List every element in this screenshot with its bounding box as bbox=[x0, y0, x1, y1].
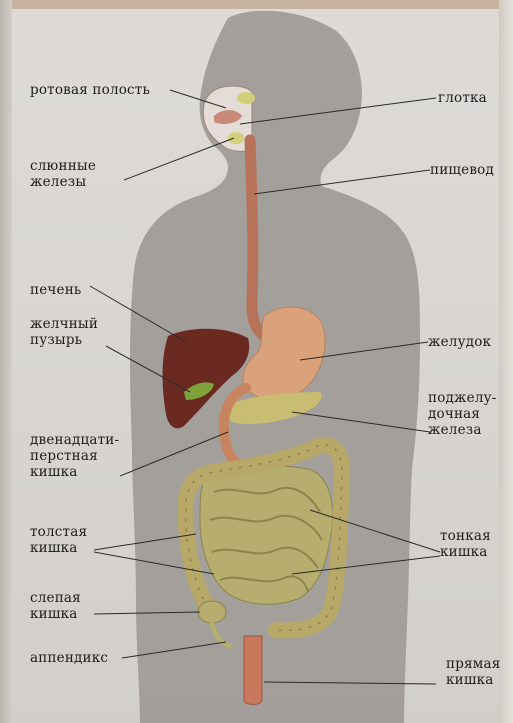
label-oral-cavity: ротовая полость bbox=[30, 82, 150, 98]
label-cecum: слепая кишка bbox=[30, 590, 81, 622]
label-pancreas: поджелу- дочная железа bbox=[428, 390, 497, 438]
leader-salivary-glands bbox=[124, 138, 234, 180]
label-salivary-glands: слюнные железы bbox=[30, 158, 96, 190]
label-stomach: желудок bbox=[428, 334, 491, 350]
rectum bbox=[244, 636, 262, 705]
salivary-gland-lower bbox=[228, 132, 244, 144]
label-gallbladder: желчный пузырь bbox=[30, 316, 98, 348]
salivary-gland-upper bbox=[237, 92, 255, 104]
label-pharynx: глотка bbox=[438, 90, 487, 106]
small-intestine bbox=[200, 466, 333, 605]
label-appendix: аппендикс bbox=[30, 650, 108, 666]
label-esophagus: пищевод bbox=[430, 162, 494, 178]
label-small-intestine: тонкая кишка bbox=[440, 528, 491, 560]
label-large-intestine: толстая кишка bbox=[30, 524, 87, 556]
label-liver: печень bbox=[30, 282, 81, 298]
label-duodenum: двенадцати- перстная кишка bbox=[30, 432, 119, 480]
label-rectum: прямая кишка bbox=[446, 656, 500, 688]
